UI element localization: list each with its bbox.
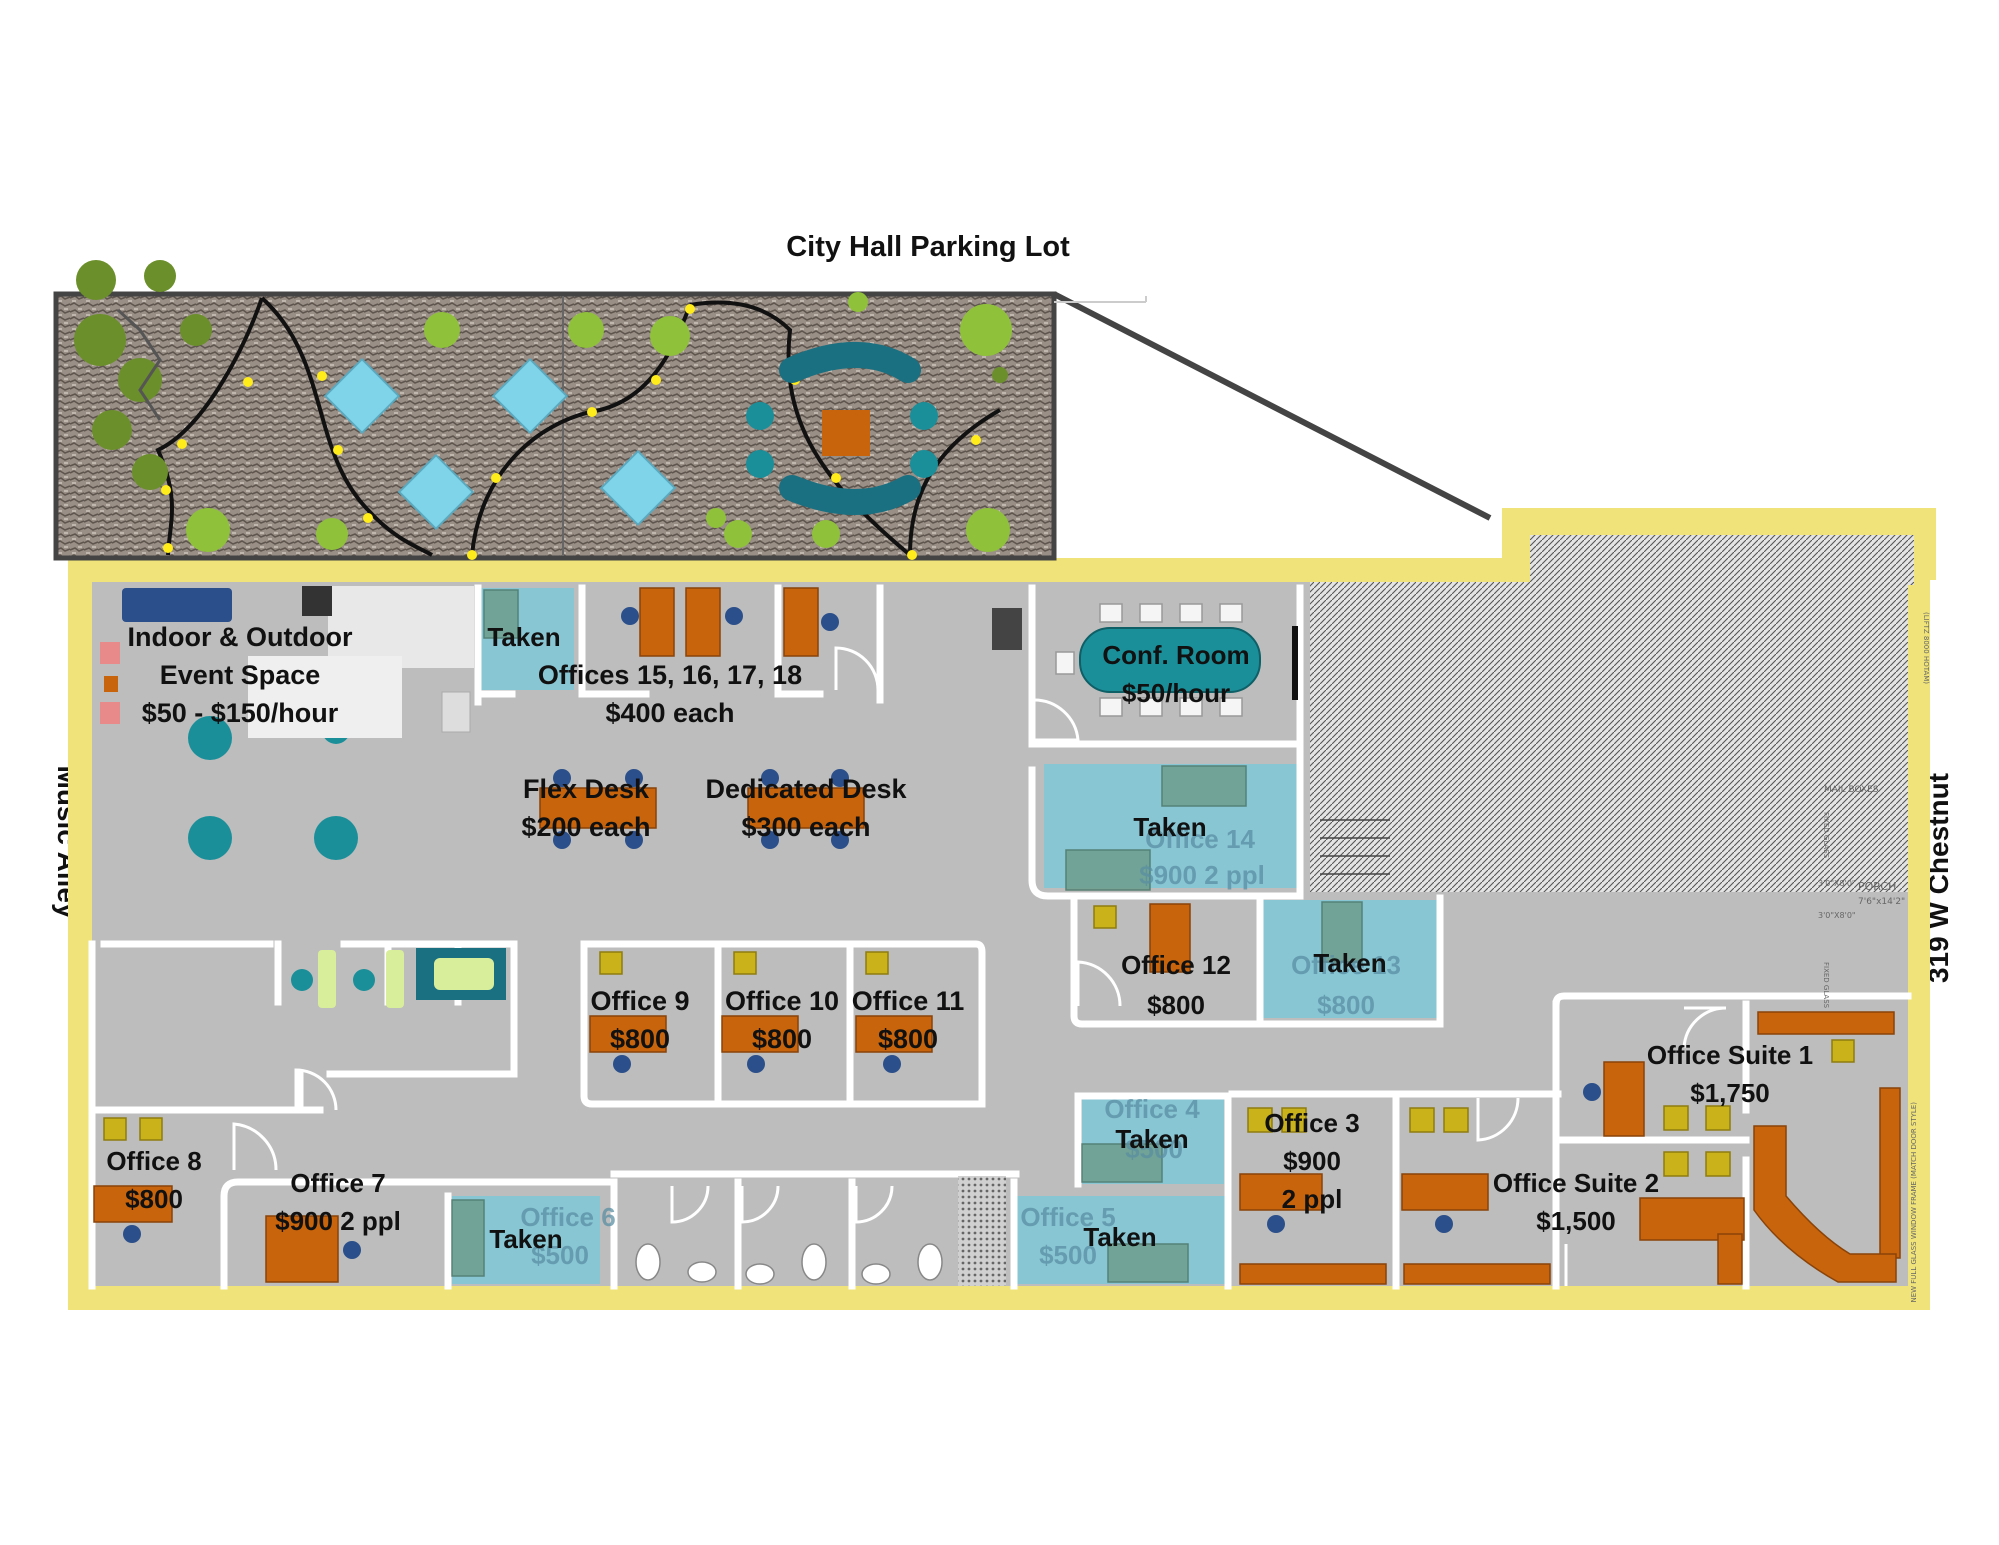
suite-2-price: $1,500 <box>1536 1206 1616 1236</box>
stairwell <box>1320 819 1390 875</box>
office-6-price: $500 <box>531 1240 589 1270</box>
guest-chairs <box>103 905 1855 1177</box>
office-3-price: $900 <box>1283 1146 1341 1176</box>
offices-15-18-price: $400 each <box>605 698 734 728</box>
office-10-price: $800 <box>752 1024 812 1054</box>
office-9-name: Office 9 <box>590 986 689 1016</box>
dedicated-desk-price: $300 each <box>741 812 870 842</box>
office-11-name: Office 11 <box>852 986 965 1016</box>
office-11-price: $800 <box>878 1024 938 1054</box>
office-12-name: Office 12 <box>1121 950 1231 980</box>
conference-table <box>1055 603 1298 717</box>
office-8-price: $800 <box>125 1184 183 1214</box>
flex-desk-name: Flex Desk <box>523 774 650 804</box>
office-4-price: $500 <box>1125 1134 1183 1164</box>
desks <box>93 587 1901 1285</box>
office-5-price: $500 <box>1039 1240 1097 1270</box>
office-5-status: Taken <box>1083 1222 1156 1252</box>
event-space-price: $50 - $150/hour <box>142 698 339 728</box>
office-10-name: Office 10 <box>725 986 839 1016</box>
suite-2-name: Office Suite 2 <box>1493 1168 1659 1198</box>
chairs <box>122 588 1601 1259</box>
dedicated-desk-name: Dedicated Desk <box>705 774 907 804</box>
office-14-status: Taken <box>1133 812 1206 842</box>
office-4-name: Office 4 <box>1104 1094 1200 1124</box>
office-15-status: Taken <box>487 622 560 652</box>
window-frame-note: NEW FULL GLASS WINDOW FRAME (MATCH DOOR … <box>1910 1102 1918 1303</box>
event-space-line1: Indoor & Outdoor <box>128 622 353 652</box>
office-5-name: Office 5 <box>1020 1202 1115 1232</box>
lift-note: (LIFTZ 8000 HOTAM) <box>1922 612 1930 684</box>
kitchen <box>248 586 1022 738</box>
office-14-price: $900 2 ppl <box>1139 860 1265 890</box>
restroom-fixtures <box>635 1243 943 1285</box>
office-12-price: $800 <box>1147 990 1205 1020</box>
stairs <box>958 1176 1006 1286</box>
office-13-price: $800 <box>1317 990 1375 1020</box>
office-13-status: Taken <box>1313 948 1386 978</box>
office-6-status: Taken <box>489 1224 562 1254</box>
office-7-price: $900 2 ppl <box>275 1206 401 1236</box>
pink-chairs <box>100 642 120 724</box>
offices-15-18-name: Offices 15, 16, 17, 18 <box>538 660 802 690</box>
office-3-name: Office 3 <box>1264 1108 1359 1138</box>
office-9-price: $800 <box>610 1024 670 1054</box>
office-13-name: Office 13 <box>1291 950 1401 980</box>
mail-boxes-note: MAIL BOXES <box>1824 785 1879 795</box>
taken-furniture <box>451 589 1363 1283</box>
fixed-glass-b: FIXED GLASS <box>1822 962 1830 1009</box>
door-swings <box>232 646 1727 1286</box>
conf-room-price: $50/hour <box>1122 678 1230 708</box>
door-note-b: 3'0"X8'0" <box>1818 911 1856 920</box>
hatched-area <box>1310 582 1908 892</box>
outdoor-patio <box>53 260 1492 561</box>
parking-lot-label: City Hall Parking Lot <box>786 231 1070 263</box>
hatched-ledge <box>1530 535 1914 585</box>
event-space-line2: Event Space <box>160 660 321 690</box>
office-8-name: Office 8 <box>106 1146 201 1176</box>
door-note-a: 3'0"X8'0" <box>1818 879 1856 888</box>
lounge-couch <box>434 958 494 990</box>
suite-1-name: Office Suite 1 <box>1647 1040 1813 1070</box>
office-3-ppl: 2 ppl <box>1282 1184 1343 1214</box>
office-14-name: Office 14 <box>1145 824 1255 854</box>
fixed-glass-a: FIXED GLASS <box>1822 812 1830 859</box>
porch-note: PORCH <box>1858 880 1896 893</box>
office-4-status: Taken <box>1115 1124 1188 1154</box>
office-6-name: Office 6 <box>520 1202 615 1232</box>
porch-size-note: 7'6"x14'2" <box>1858 897 1905 907</box>
suite-1-price: $1,750 <box>1690 1078 1770 1108</box>
flex-desk-price: $200 each <box>521 812 650 842</box>
conf-room-name: Conf. Room <box>1102 640 1249 670</box>
cafe-benches <box>318 950 404 1008</box>
office-7-name: Office 7 <box>290 1168 385 1198</box>
